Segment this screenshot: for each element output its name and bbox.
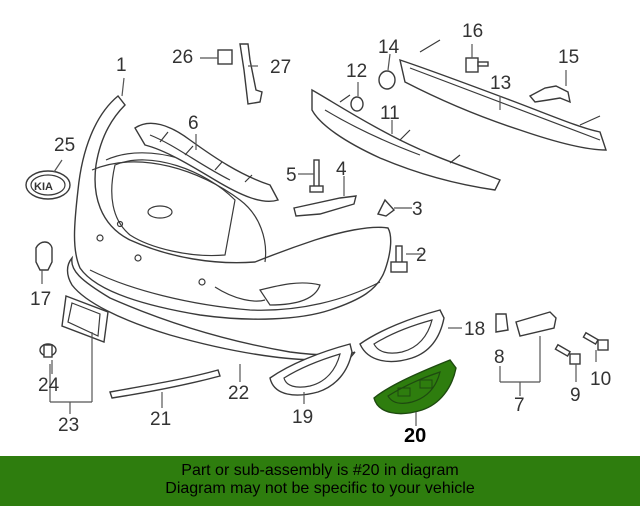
- callout-11: 11: [380, 103, 400, 124]
- part-info-banner: Part or sub-assembly is #20 in diagram D…: [0, 456, 640, 506]
- energy-absorber: [311, 88, 501, 191]
- callout-21: 21: [150, 409, 172, 430]
- callout-6: 6: [188, 113, 199, 134]
- callout-23: 23: [58, 415, 80, 436]
- bracket-4: [293, 195, 357, 217]
- callout-22: 22: [228, 383, 250, 404]
- bumper-cover: [73, 95, 392, 320]
- bracket-26-27: [217, 43, 263, 105]
- callout-18: 18: [464, 319, 486, 340]
- callout-24: 24: [38, 375, 60, 396]
- bolt-5: [309, 159, 324, 193]
- molding-strip: [109, 369, 221, 399]
- svg-text:KIA: KIA: [34, 181, 53, 193]
- clip-12: [350, 96, 364, 112]
- callout-2: 2: [416, 245, 427, 266]
- bracket-15: [528, 85, 571, 104]
- highlighted-part-20: [373, 359, 457, 415]
- banner-line-disclaimer: Diagram may not be specific to your vehi…: [165, 480, 475, 497]
- callout-17: 17: [30, 289, 52, 310]
- bolt-16: [465, 57, 489, 73]
- callout-20: 20: [404, 425, 427, 447]
- bolt-2: [390, 245, 408, 273]
- clip-3: [376, 198, 396, 217]
- license-plate-bracket: [61, 295, 109, 343]
- bracket-7: [515, 311, 557, 337]
- callout-13: 13: [490, 73, 512, 94]
- callout-27: 27: [270, 57, 292, 78]
- callout-5: 5: [286, 165, 297, 186]
- clip-8: [495, 313, 509, 333]
- parts-diagram: KIA: [25, 39, 609, 426]
- grille-retainer: [134, 122, 280, 202]
- banner-line-part: Part or sub-assembly is #20 in diagram: [181, 462, 459, 479]
- callout-12: 12: [346, 61, 368, 82]
- callout-7: 7: [514, 395, 525, 416]
- leader-lines: [41, 44, 597, 426]
- bolt-10: [582, 331, 609, 351]
- callout-14: 14: [378, 37, 400, 58]
- kia-emblem: KIA: [25, 170, 71, 200]
- callout-9: 9: [570, 385, 581, 406]
- callout-1: 1: [116, 55, 127, 76]
- callout-15: 15: [558, 47, 580, 68]
- callout-3: 3: [412, 199, 423, 220]
- clip-17: [35, 241, 53, 271]
- fog-bezel-18: [359, 309, 445, 363]
- fastener-24: [39, 343, 57, 358]
- callout-8: 8: [494, 347, 505, 368]
- clip-14: [378, 70, 396, 90]
- bolt-9: [554, 343, 581, 365]
- callout-25: 25: [54, 135, 76, 156]
- callout-4: 4: [336, 159, 347, 180]
- callout-26: 26: [172, 47, 194, 68]
- callout-10: 10: [590, 369, 612, 390]
- callout-19: 19: [292, 407, 314, 428]
- reinforcement-beam: [399, 58, 607, 151]
- callout-16: 16: [462, 21, 484, 42]
